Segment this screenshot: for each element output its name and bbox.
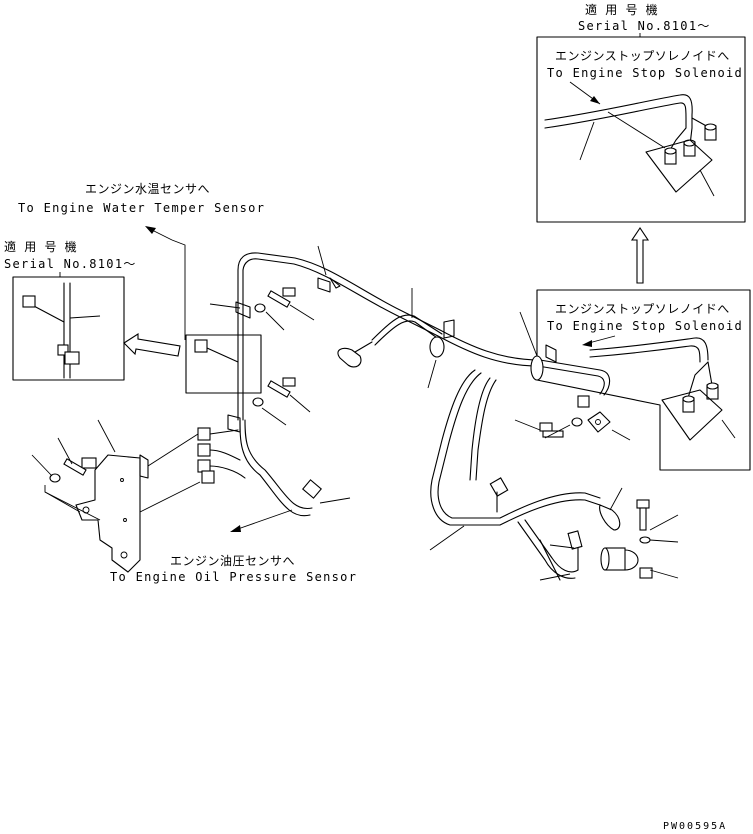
water-temp-label: エンジン水温センサへ To Engine Water Temper Sensor [18,182,265,340]
drawing-code: PW00595A [663,821,727,832]
main-harness [31,245,679,581]
water-temp-jp: エンジン水温センサへ [85,182,210,196]
serial-note-left: 適 用 号 機 Serial No.8101～ [4,239,137,277]
serial-note-top: 適 用 号 機 Serial No.8101～ [578,2,711,37]
serial-left-jp: 適 用 号 機 [4,239,77,254]
detail-box-water-temp [12,276,125,381]
arrow-up-to-detail [630,227,650,284]
arrow-left-to-detail [123,332,181,357]
stop-solenoid-mid-jp: エンジンストップソレノイドへ [555,302,730,316]
detail-box-stop-solenoid-mid: エンジンストップソレノイドへ To Engine Stop Solenoid [536,289,751,471]
serial-top-jp: 適 用 号 機 [585,2,658,17]
serial-left-en: Serial No.8101～ [4,257,137,271]
serial-top-en: Serial No.8101～ [578,19,711,33]
stop-solenoid-mid-en: To Engine Stop Solenoid [547,319,743,333]
stop-solenoid-top-jp: エンジンストップソレノイドへ [555,49,730,63]
oil-pressure-label: エンジン油圧センサへ To Engine Oil Pressure Sensor [110,509,357,584]
water-temp-en: To Engine Water Temper Sensor [18,201,265,215]
stop-solenoid-top-en: To Engine Stop Solenoid [547,66,743,80]
oil-pressure-en: To Engine Oil Pressure Sensor [110,570,357,584]
oil-pressure-jp: エンジン油圧センサへ [170,554,295,568]
detail-box-stop-solenoid-top: エンジンストップソレノイドへ To Engine Stop Solenoid [536,36,746,223]
